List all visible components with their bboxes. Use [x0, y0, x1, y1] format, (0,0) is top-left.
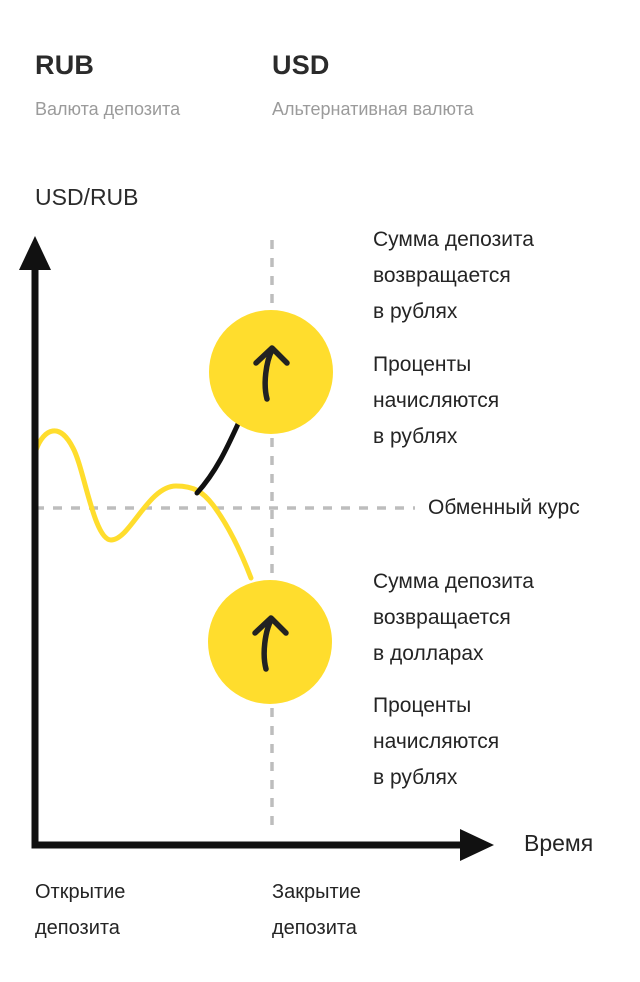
x-point-line: Открытие — [35, 881, 126, 903]
annotation-line: в рублях — [373, 300, 458, 323]
rate-curve-yellow — [33, 428, 254, 581]
annotation-line: Проценты — [373, 694, 472, 717]
annotation-deposit-returned-usd: Сумма депозита возвращается в долларах — [373, 564, 534, 672]
y-axis-arrowhead — [19, 236, 51, 270]
annotation-line: начисляются — [373, 389, 500, 412]
deposit-currency-code: RUB — [35, 50, 95, 80]
exchange-rate-label: Обменный курс — [428, 496, 580, 519]
annotation-line: возвращается — [373, 264, 511, 287]
annotation-line: возвращается — [373, 606, 511, 629]
annotation-line: в долларах — [373, 642, 484, 665]
x-point-line: Закрытие — [272, 881, 361, 903]
alternative-currency-label: Альтернативная валюта — [272, 99, 474, 119]
alternative-currency-code: USD — [272, 50, 330, 80]
annotation-interest-rub-top: Проценты начисляются в рублях — [373, 347, 499, 455]
annotation-line: в рублях — [373, 766, 458, 789]
x-point-open-deposit: Открытие депозита — [35, 874, 125, 946]
chart-pair-label: USD/RUB — [35, 184, 139, 210]
arrow-up-icon — [252, 615, 289, 672]
x-point-close-deposit: Закрытие депозита — [272, 874, 361, 946]
annotation-line: Сумма депозита — [373, 570, 534, 593]
deposit-currency-label: Валюта депозита — [35, 99, 181, 119]
rate-curve-black-branch — [194, 421, 241, 496]
annotation-line: в рублях — [373, 425, 458, 448]
x-axis — [31, 829, 494, 861]
annotation-line: начисляются — [373, 730, 500, 753]
x-point-line: депозита — [272, 917, 357, 939]
annotation-line: Проценты — [373, 353, 472, 376]
x-point-line: депозита — [35, 917, 120, 939]
conversion-bubble-bottom — [208, 580, 332, 704]
deposit-currency-block: RUB Валюта депозита — [35, 50, 180, 120]
x-axis-arrowhead — [460, 829, 494, 861]
annotation-line: Сумма депозита — [373, 228, 534, 251]
annotation-deposit-returned-rub: Сумма депозита возвращается в рублях — [373, 222, 534, 330]
alternative-currency-block: USD Альтернативная валюта — [272, 50, 474, 120]
time-axis-label: Время — [524, 830, 594, 856]
arrow-up-icon — [253, 345, 290, 402]
conversion-bubble-top — [209, 310, 333, 434]
annotation-interest-rub-bottom: Проценты начисляются в рублях — [373, 688, 499, 796]
y-axis — [19, 236, 51, 848]
